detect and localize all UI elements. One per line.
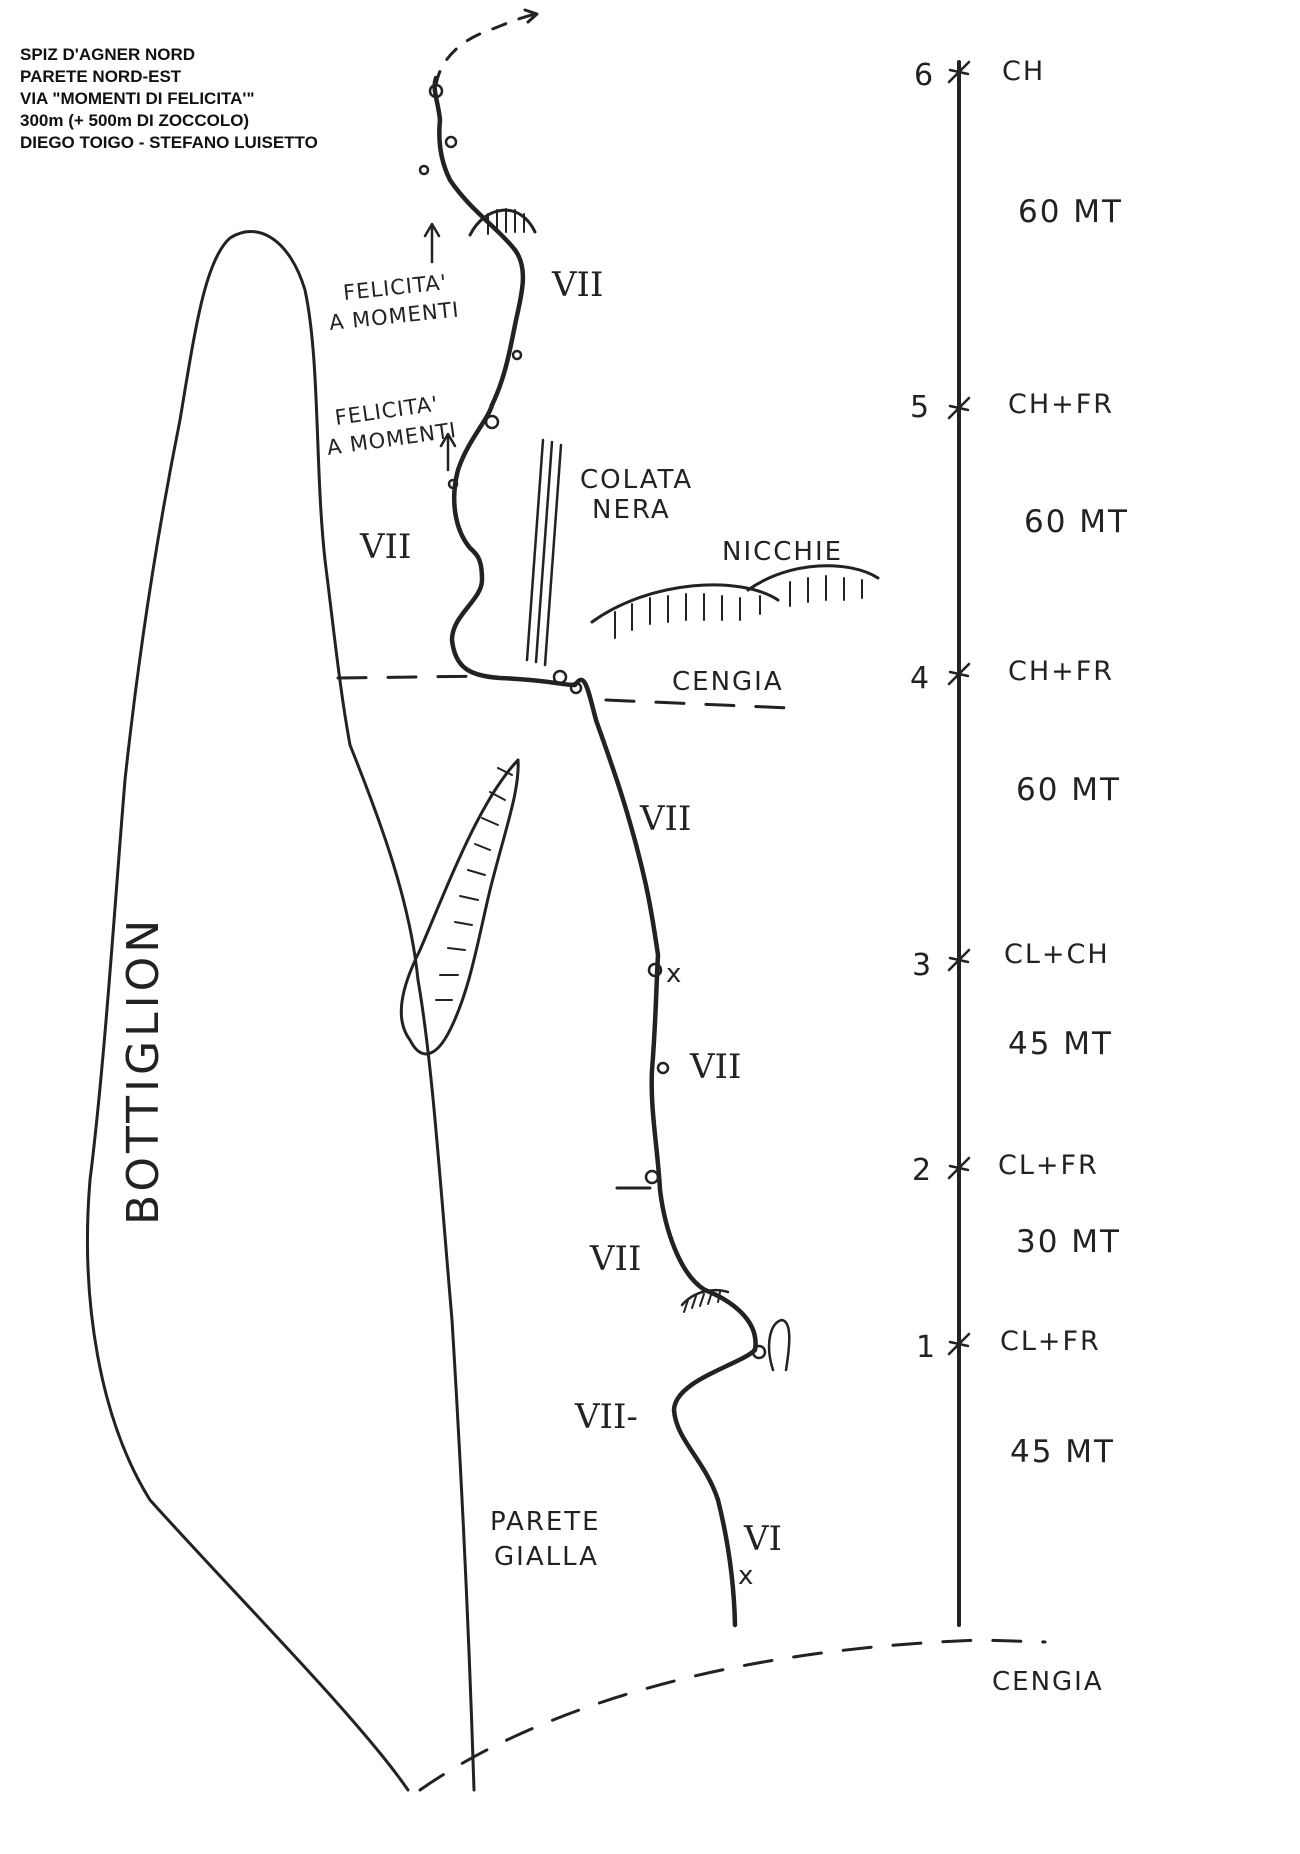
- header-face: PARETE NORD-EST: [20, 67, 182, 86]
- station-number-3: 3: [912, 948, 931, 983]
- colata-nera-streak: [525, 438, 563, 667]
- station-number-5: 5: [910, 390, 929, 425]
- bottiglion-pillar-outline: [86, 230, 476, 1792]
- belay-markers: [418, 83, 767, 1360]
- cengia-lower-ledge: [418, 1638, 1047, 1792]
- station1-flake: [767, 1318, 791, 1372]
- route-bolt: [444, 135, 458, 149]
- grade-pitch-6: VII: [551, 265, 603, 305]
- station-number-4: 4: [910, 661, 929, 696]
- nicchie-arc-left: [590, 583, 780, 624]
- station-code-3: CL+CH: [1004, 939, 1110, 970]
- station-tick-3: [947, 948, 971, 972]
- nicchie-hatching: [614, 575, 863, 639]
- station-code-5: CH+FR: [1008, 389, 1114, 420]
- belay-station-2: [644, 1169, 660, 1185]
- station-code-6: CH: [1002, 56, 1045, 87]
- route-bolt: [447, 478, 459, 490]
- station-number-1: 1: [916, 1330, 935, 1365]
- station-tick-1: [947, 1332, 971, 1356]
- route-exit-arrow: [523, 8, 539, 24]
- bottiglion-label: BOTTIGLION: [118, 916, 169, 1225]
- cengia-upper-ledge-right: [604, 698, 792, 710]
- route-exit-dashed: [434, 12, 537, 87]
- grade-variation: VII: [359, 527, 411, 567]
- station-tick-4: [947, 662, 971, 686]
- station-number-6: 6: [914, 58, 933, 93]
- parete-gialla-label-line1: PARETE: [490, 1507, 601, 1537]
- pitch-length-4: 60 MT: [1016, 772, 1121, 808]
- header-authors: DIEGO TOIGO - STEFANO LUISETTO: [20, 133, 318, 152]
- station-code-1: CL+FR: [1000, 1326, 1101, 1357]
- nicchie-arc-right: [746, 564, 880, 592]
- flake-outline: [399, 758, 520, 1056]
- belay-station-4b: [569, 681, 583, 695]
- grade-pitch-4: VII: [639, 799, 691, 839]
- station-number-2: 2: [912, 1153, 931, 1188]
- flake-hatching: [435, 767, 513, 1001]
- variation-arrow-upper: [423, 222, 441, 264]
- piton-mark: x: [666, 959, 681, 989]
- route-bolt: [656, 1061, 670, 1075]
- grade-pitch-1-lower: VI: [743, 1519, 782, 1559]
- nicchie-label: NICCHIE: [722, 537, 843, 567]
- belay-station-4: [552, 669, 568, 685]
- pitch-length-6: 60 MT: [1018, 194, 1123, 230]
- route-bolt: [511, 349, 523, 361]
- station-tick-6: [947, 60, 971, 84]
- station-tick-2: [947, 1156, 971, 1180]
- cengia-upper-ledge-left: [336, 674, 492, 680]
- upper-roof: [468, 208, 537, 237]
- belay-station-1: [751, 1344, 767, 1360]
- route-line: [432, 75, 758, 1628]
- variation-arrow-lower: [439, 432, 457, 472]
- pitch-scale-ticks: [947, 60, 971, 1356]
- pitch-length-1: 45 MT: [1010, 1434, 1115, 1470]
- grade-pitch-3: VII: [689, 1047, 741, 1087]
- station-code-2: CL+FR: [998, 1150, 1099, 1181]
- header-route-name: VIA "MOMENTI DI FELICITA'": [20, 89, 255, 108]
- cengia-upper-label: CENGIA: [672, 667, 784, 697]
- pitch-length-5: 60 MT: [1024, 504, 1129, 540]
- colata-nera-label-line1: COLATA: [580, 465, 693, 495]
- header-peak: SPIZ D'AGNER NORD: [20, 45, 195, 64]
- station-tick-5: [947, 396, 971, 420]
- belay-station-3: [647, 962, 663, 978]
- cengia-lower-label: CENGIA: [992, 1667, 1104, 1697]
- header-height: 300m (+ 500m DI ZOCCOLO): [20, 111, 249, 130]
- colata-nera-label-line2: NERA: [592, 495, 671, 525]
- pitch-length-2: 30 MT: [1016, 1224, 1121, 1260]
- grade-pitch-1-upper: VII-: [574, 1397, 638, 1437]
- route-header: SPIZ D'AGNER NORD PARETE NORD-EST VIA "M…: [20, 45, 318, 152]
- route-bolt: [418, 164, 430, 176]
- pitch-length-3: 45 MT: [1008, 1026, 1113, 1062]
- station-code-4: CH+FR: [1008, 656, 1114, 687]
- parete-gialla-label-line2: GIALLA: [494, 1542, 599, 1572]
- belay-station-6: [428, 83, 444, 99]
- piton-mark: x: [738, 1561, 753, 1591]
- belay-station-5: [484, 414, 500, 430]
- grade-pitch-2: VII: [589, 1239, 641, 1279]
